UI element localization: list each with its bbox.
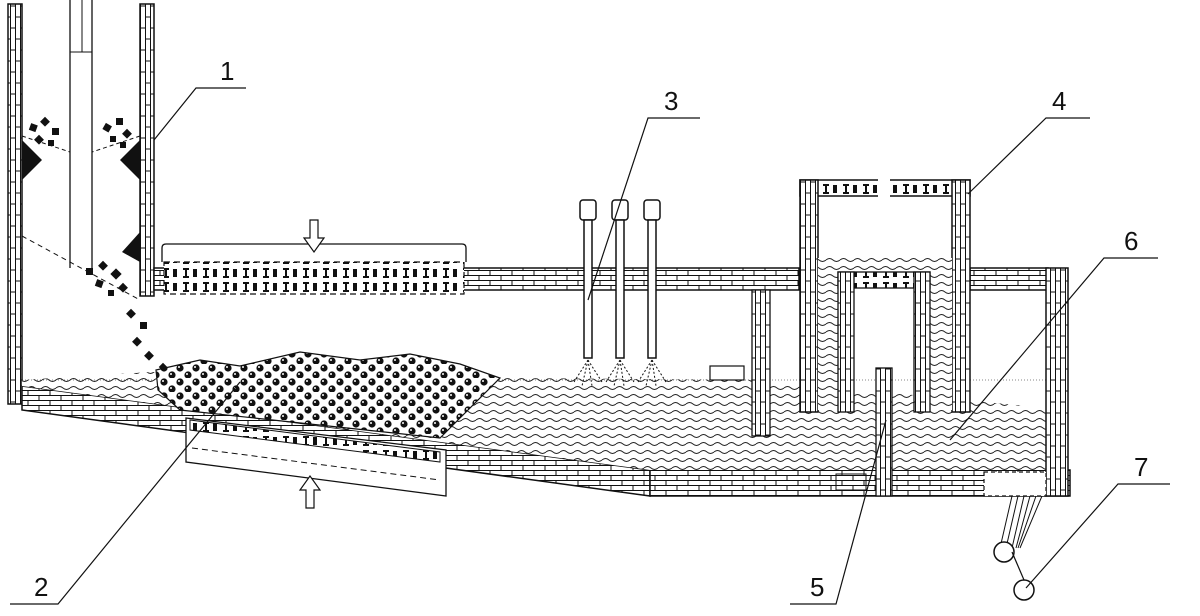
label-2: 2 (34, 572, 48, 602)
burners (573, 199, 745, 387)
spinner (993, 495, 1043, 601)
label-4: 4 (1052, 86, 1066, 116)
labels: 1 2 3 4 5 6 7 (34, 56, 1148, 602)
roof (153, 219, 1049, 295)
shaft (7, 0, 168, 405)
label-1: 1 (220, 56, 234, 86)
settling-chamber (751, 178, 1069, 497)
label-6: 6 (1124, 226, 1138, 256)
hearth-floor (21, 351, 1071, 509)
label-3: 3 (664, 86, 678, 116)
label-7: 7 (1134, 452, 1148, 482)
label-5: 5 (810, 572, 824, 602)
leader-lines (10, 87, 1170, 605)
